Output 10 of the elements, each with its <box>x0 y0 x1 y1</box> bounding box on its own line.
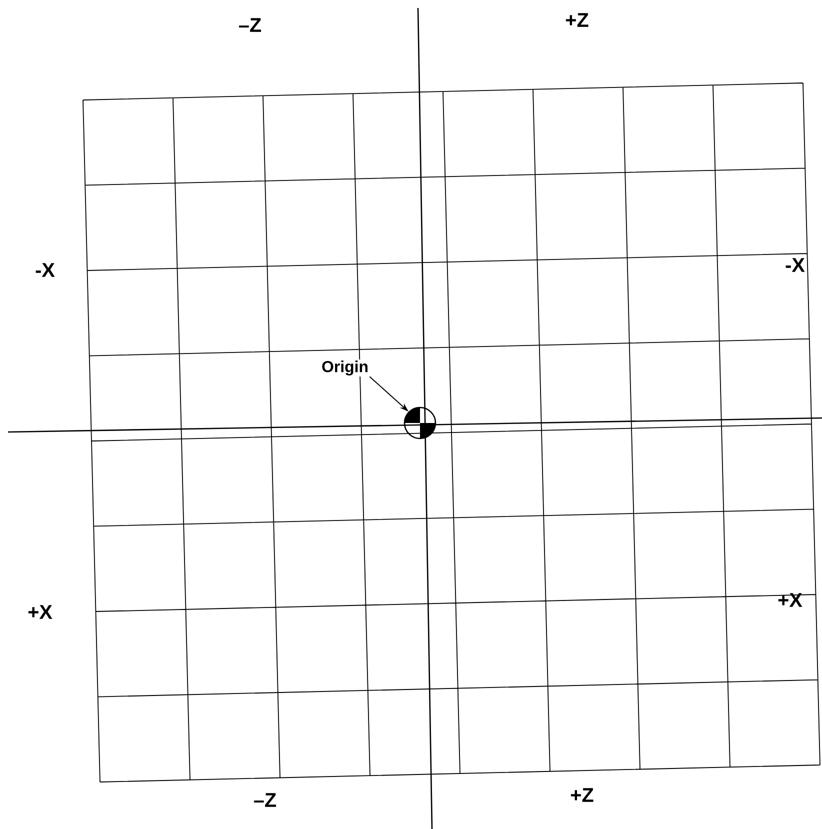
axis-label: -X <box>36 263 55 277</box>
axis-label: +X <box>778 593 802 607</box>
axis-label: -X <box>786 258 805 272</box>
axis-label: +Z <box>566 13 588 27</box>
axis-label: –Z <box>254 793 276 807</box>
origin-label: Origin <box>320 360 370 376</box>
axis-label: +Z <box>570 788 594 802</box>
axis-label: +X <box>28 605 52 619</box>
axis-label: –Z <box>238 18 262 32</box>
origin-symbol <box>404 406 436 440</box>
